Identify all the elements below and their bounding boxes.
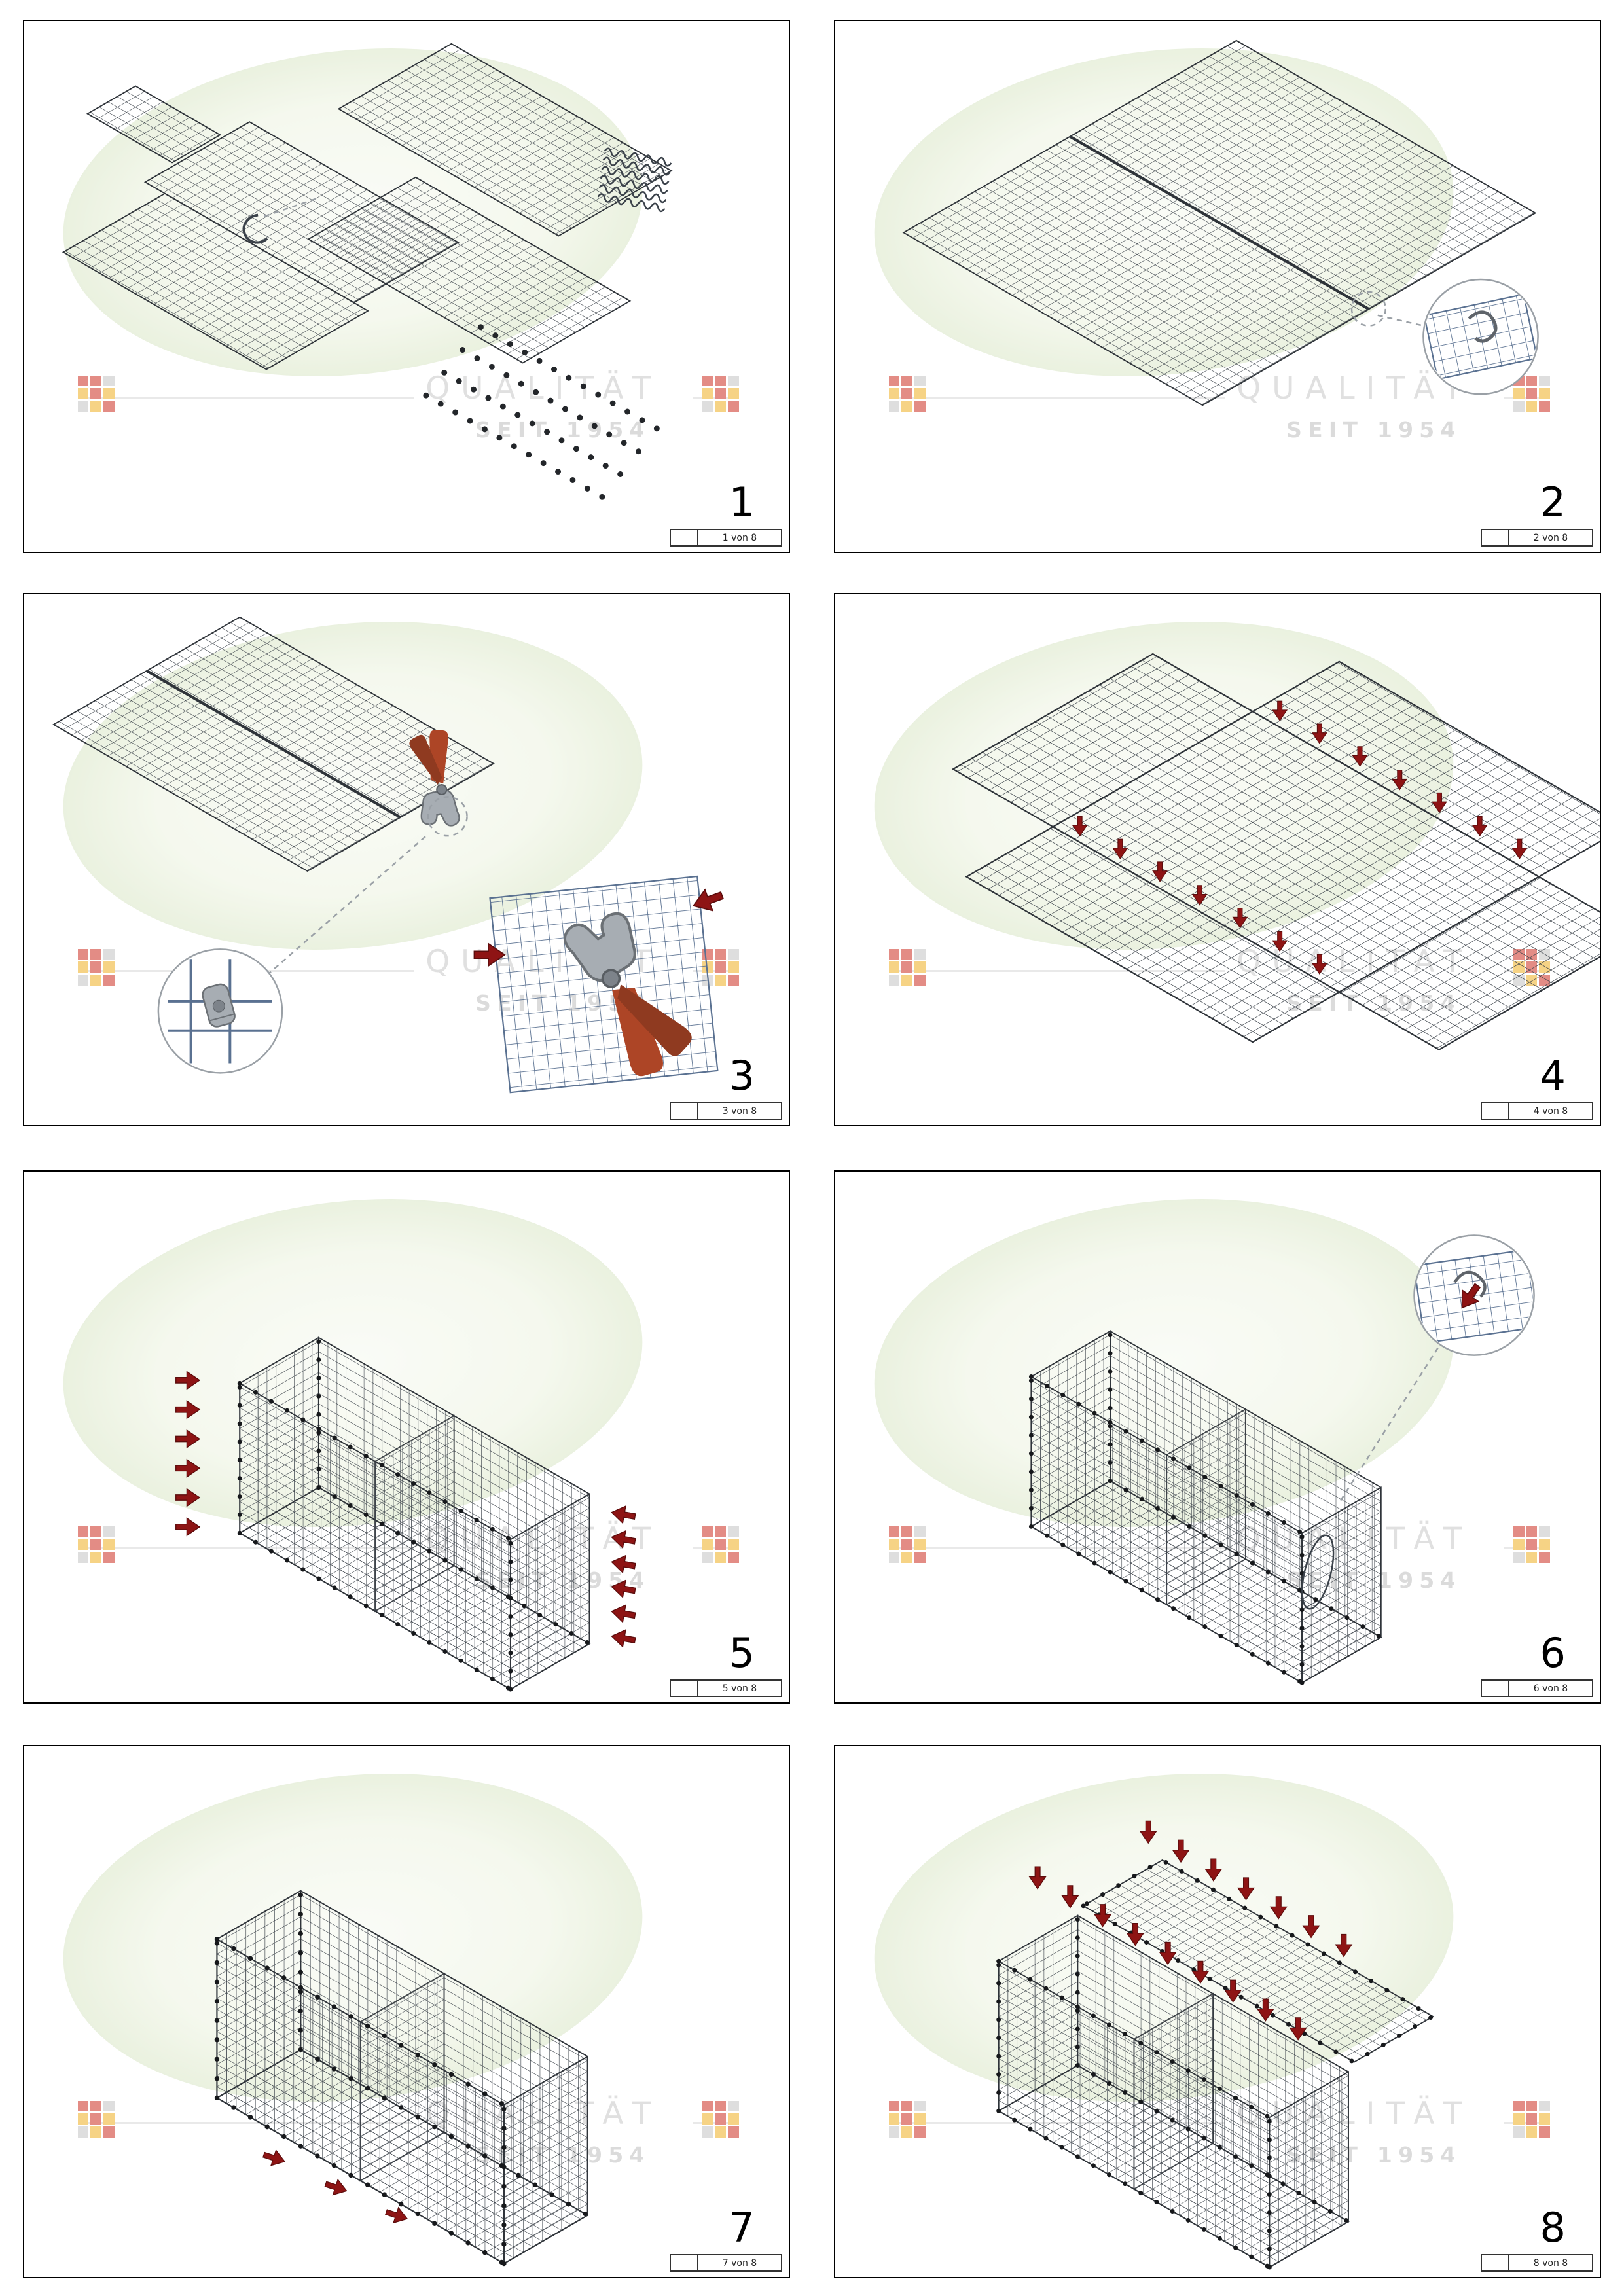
page-label-cell: [671, 1681, 698, 1696]
c-clip-icon: [242, 213, 268, 244]
page-label-cell: [1482, 2255, 1509, 2270]
page-label: 3 von 8: [722, 1105, 757, 1117]
detail-marker: [427, 796, 468, 837]
step-number: 8: [1540, 2204, 1566, 2251]
page-label-box: 7 von 8: [670, 2254, 782, 2272]
wire-hook-icon: [1453, 1270, 1487, 1298]
step-number: 6: [1540, 1629, 1566, 1677]
clamp-icon: [202, 983, 236, 1028]
page-label-box: 1 von 8: [670, 529, 782, 547]
joined-mesh-panel: [902, 39, 1537, 406]
page-label-cell: [1482, 530, 1509, 545]
page-label: 5 von 8: [722, 1683, 757, 1694]
step-4-illustration: [951, 653, 1600, 1051]
page-label: 4 von 8: [1533, 1105, 1568, 1117]
wire-hook-icon: [1468, 310, 1498, 343]
detail-callout: [1413, 1234, 1535, 1356]
page-label-box: 2 von 8: [1481, 529, 1593, 547]
step-panel-1: QUALITÄT SEIT 1954: [23, 20, 790, 553]
step-number: 2: [1540, 478, 1566, 526]
mesh-panel-top: [337, 43, 673, 237]
step-number: 3: [729, 1052, 755, 1100]
step-number: 4: [1540, 1052, 1566, 1100]
page-label-cell: [671, 1103, 698, 1119]
page-label-box: 8 von 8: [1481, 2254, 1593, 2272]
detail-callout: [1422, 278, 1539, 395]
page-label-cell: [671, 530, 698, 545]
page-label-cell: [1482, 1103, 1509, 1119]
page-label-box: 3 von 8: [670, 1102, 782, 1120]
lid-panel: [1079, 1857, 1437, 2065]
step-panel-5: QUALITÄT SEIT 1954 5 5 von 8: [23, 1170, 790, 1704]
gabion-basket: [217, 1891, 587, 2264]
step-panel-2: QUALITÄT SEIT 1954 2 2 von 8: [834, 20, 1601, 553]
page-label-cell: [671, 2255, 698, 2270]
page-label-box: 5 von 8: [670, 1679, 782, 1697]
step-8-illustration: [835, 1820, 1437, 2277]
gabion-basket: [240, 1338, 589, 1689]
leader-line: [1340, 1344, 1441, 1501]
step-2-illustration: [902, 39, 1539, 406]
page-label: 2 von 8: [1533, 532, 1568, 543]
page-label-box: 4 von 8: [1481, 1102, 1593, 1120]
step-number: 7: [729, 2204, 755, 2251]
step-5-illustration: [175, 1172, 638, 1702]
detail-callout: [157, 948, 283, 1074]
leader-line: [1377, 314, 1424, 327]
joined-mesh-panel: [52, 616, 495, 872]
step-panel-7: QUALITÄT SEIT 1954 7 7 von 8: [23, 1745, 790, 2278]
page-label: 1 von 8: [722, 532, 757, 543]
page-label: 8 von 8: [1533, 2257, 1568, 2269]
step-3-illustration: [52, 616, 727, 1094]
unfolded-cross: [951, 653, 1600, 1051]
mesh-panel-mid-right: [307, 176, 632, 364]
step-1-illustration: [62, 43, 673, 506]
step-panel-6: QUALITÄT SEIT 1954 6 6 von 8: [834, 1170, 1601, 1704]
gabion-basket: [1031, 1331, 1380, 1683]
step-panel-4: QUALITÄT SEIT 1954: [834, 593, 1601, 1126]
assembly-arrows-right: [609, 1503, 638, 1649]
page-label: 7 von 8: [722, 2257, 757, 2269]
assembly-arrows-left: [175, 1371, 200, 1536]
page-label-cell: [1482, 1681, 1509, 1696]
step-number: 5: [729, 1629, 755, 1677]
wire-loop: [1301, 1534, 1335, 1610]
step-6-illustration: [835, 1234, 1535, 1702]
step-7-illustration: [24, 1746, 789, 2277]
step-panel-8: QUALITÄT SEIT 1954: [834, 1745, 1601, 2278]
step-panel-3: QUALITÄT SEIT 1954: [23, 593, 790, 1126]
page-label-box: 6 von 8: [1481, 1679, 1593, 1697]
page-label: 6 von 8: [1533, 1683, 1568, 1694]
mesh-panel-bottom: [62, 192, 369, 370]
detail-marker: [1350, 291, 1386, 327]
tool-demo: [473, 875, 727, 1094]
clip-rows: [423, 324, 670, 506]
step-number: 1: [729, 478, 755, 526]
mesh-panel-small: [86, 85, 222, 164]
